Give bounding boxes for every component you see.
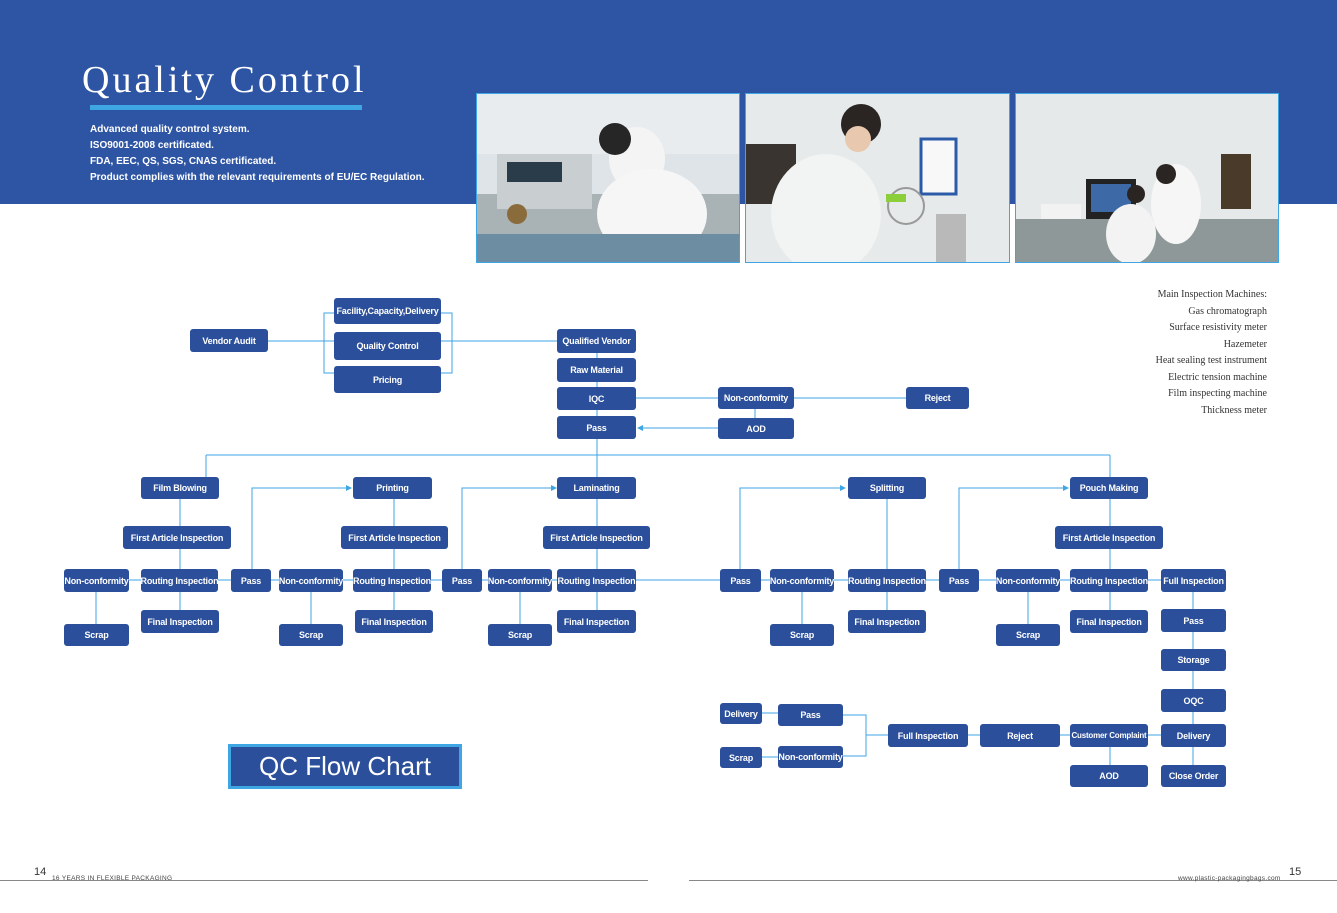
iqc-pass-node: Pass xyxy=(557,416,636,439)
footer-rule-left xyxy=(0,880,648,881)
scrap-node: Scrap xyxy=(279,624,343,646)
page-title: Quality Control xyxy=(82,59,367,101)
splitting-node: Splitting xyxy=(848,477,926,499)
qualified-vendor-node: Qualified Vendor xyxy=(557,329,636,353)
complaint-full-inspection-node: Full Inspection xyxy=(888,724,968,747)
pass-node: Pass xyxy=(442,569,482,592)
oqc-node: OQC xyxy=(1161,689,1226,712)
final-inspection-node: Final Inspection xyxy=(141,610,219,633)
page-number-right: 15 xyxy=(1289,866,1302,878)
page-number-left: 14 xyxy=(34,866,47,878)
film-blowing-node: Film Blowing xyxy=(141,477,219,499)
nonconformity-node: Non-conformity xyxy=(64,569,129,592)
aod-node: AOD xyxy=(718,418,794,439)
iqc-node: IQC xyxy=(557,387,636,410)
final-inspection-node: Final Inspection xyxy=(557,610,636,633)
machines-list: Main Inspection Machines: Gas chromatogr… xyxy=(1156,287,1267,419)
pouch-making-node: Pouch Making xyxy=(1070,477,1148,499)
machine-item: Film inspecting machine xyxy=(1168,388,1267,399)
footer-website: www.plastic-packagingbags.com xyxy=(1178,875,1281,882)
machine-item: Gas chromatograph xyxy=(1188,305,1267,317)
iqc-nonconformity-node: Non-conformity xyxy=(718,387,794,409)
machines-heading: Main Inspection Machines: xyxy=(1157,289,1267,300)
quality-control-node: Quality Control xyxy=(334,332,441,360)
pass-node: Pass xyxy=(720,569,761,592)
complaint-aod-node: AOD xyxy=(1070,765,1148,787)
machine-item: Electric tension machine xyxy=(1168,371,1267,383)
routing-inspection-node: Routing Inspection xyxy=(141,569,219,592)
raw-material-node: Raw Material xyxy=(557,358,636,382)
complaint-scrap-node: Scrap xyxy=(720,747,762,768)
facility-node: Facility,Capacity,Delivery xyxy=(334,298,441,324)
intro-text: Advanced quality control system. ISO9001… xyxy=(90,122,425,186)
pricing-node: Pricing xyxy=(334,366,441,393)
storage-node: Storage xyxy=(1161,649,1226,671)
nonconformity-node: Non-conformity xyxy=(279,569,343,592)
title-underline xyxy=(90,105,362,110)
footer-tagline: 16 YEARS IN FLEXIBLE PACKAGING xyxy=(52,875,173,882)
vendor-audit-node: Vendor Audit xyxy=(190,329,268,352)
routing-inspection-node: Routing Inspection xyxy=(557,569,636,592)
machine-item: Hazemeter xyxy=(1223,338,1267,350)
routing-inspection-node: Routing Inspection xyxy=(1070,569,1148,592)
first-article-node: First Article Inspection xyxy=(123,526,231,549)
first-article-node: First Article Inspection xyxy=(1055,526,1163,549)
complaint-nonconformity-node: Non-conformity xyxy=(778,746,843,768)
footer-rule-right xyxy=(689,880,1337,881)
full-inspection-pass-node: Pass xyxy=(1161,609,1226,632)
machine-item: Heat sealing test instrument xyxy=(1155,355,1267,366)
lab-photo-3 xyxy=(1015,93,1279,263)
qc-flow-chart-label: QC Flow Chart xyxy=(228,744,462,789)
first-article-node: First Article Inspection xyxy=(341,526,448,549)
machine-item: Surface resistivity meter xyxy=(1169,322,1267,333)
intro-line: Product complies with the relevant requi… xyxy=(90,172,425,183)
final-inspection-node: Final Inspection xyxy=(355,610,433,633)
routing-inspection-node: Routing Inspection xyxy=(353,569,431,592)
pass-node: Pass xyxy=(231,569,271,592)
laminating-node: Laminating xyxy=(557,477,636,499)
final-inspection-node: Final Inspection xyxy=(1070,610,1148,633)
routing-inspection-node: Routing Inspection xyxy=(848,569,926,592)
intro-line: ISO9001-2008 certificated. xyxy=(90,140,214,151)
first-article-node: First Article Inspection xyxy=(543,526,650,549)
lab-photo-1 xyxy=(476,93,740,263)
nonconformity-node: Non-conformity xyxy=(488,569,552,592)
scrap-node: Scrap xyxy=(64,624,129,646)
delivery-node: Delivery xyxy=(1161,724,1226,747)
nonconformity-node: Non-conformity xyxy=(996,569,1060,592)
intro-line: FDA, EEC, QS, SGS, CNAS certificated. xyxy=(90,156,277,167)
machine-item: Thickness meter xyxy=(1201,404,1267,416)
printing-node: Printing xyxy=(353,477,432,499)
pass-node: Pass xyxy=(939,569,979,592)
scrap-node: Scrap xyxy=(770,624,834,646)
complaint-reject-node: Reject xyxy=(980,724,1060,747)
complaint-pass-node: Pass xyxy=(778,704,843,726)
customer-complaint-node: Customer Complaint xyxy=(1070,724,1148,747)
intro-line: Advanced quality control system. xyxy=(90,124,250,135)
full-inspection-node: Full Inspection xyxy=(1161,569,1226,592)
nonconformity-node: Non-conformity xyxy=(770,569,834,592)
lab-photo-2 xyxy=(745,93,1010,263)
final-inspection-node: Final Inspection xyxy=(848,610,926,633)
reject-node: Reject xyxy=(906,387,969,409)
scrap-node: Scrap xyxy=(996,624,1060,646)
close-order-node: Close Order xyxy=(1161,765,1226,787)
complaint-delivery-node: Delivery xyxy=(720,703,762,724)
scrap-node: Scrap xyxy=(488,624,552,646)
